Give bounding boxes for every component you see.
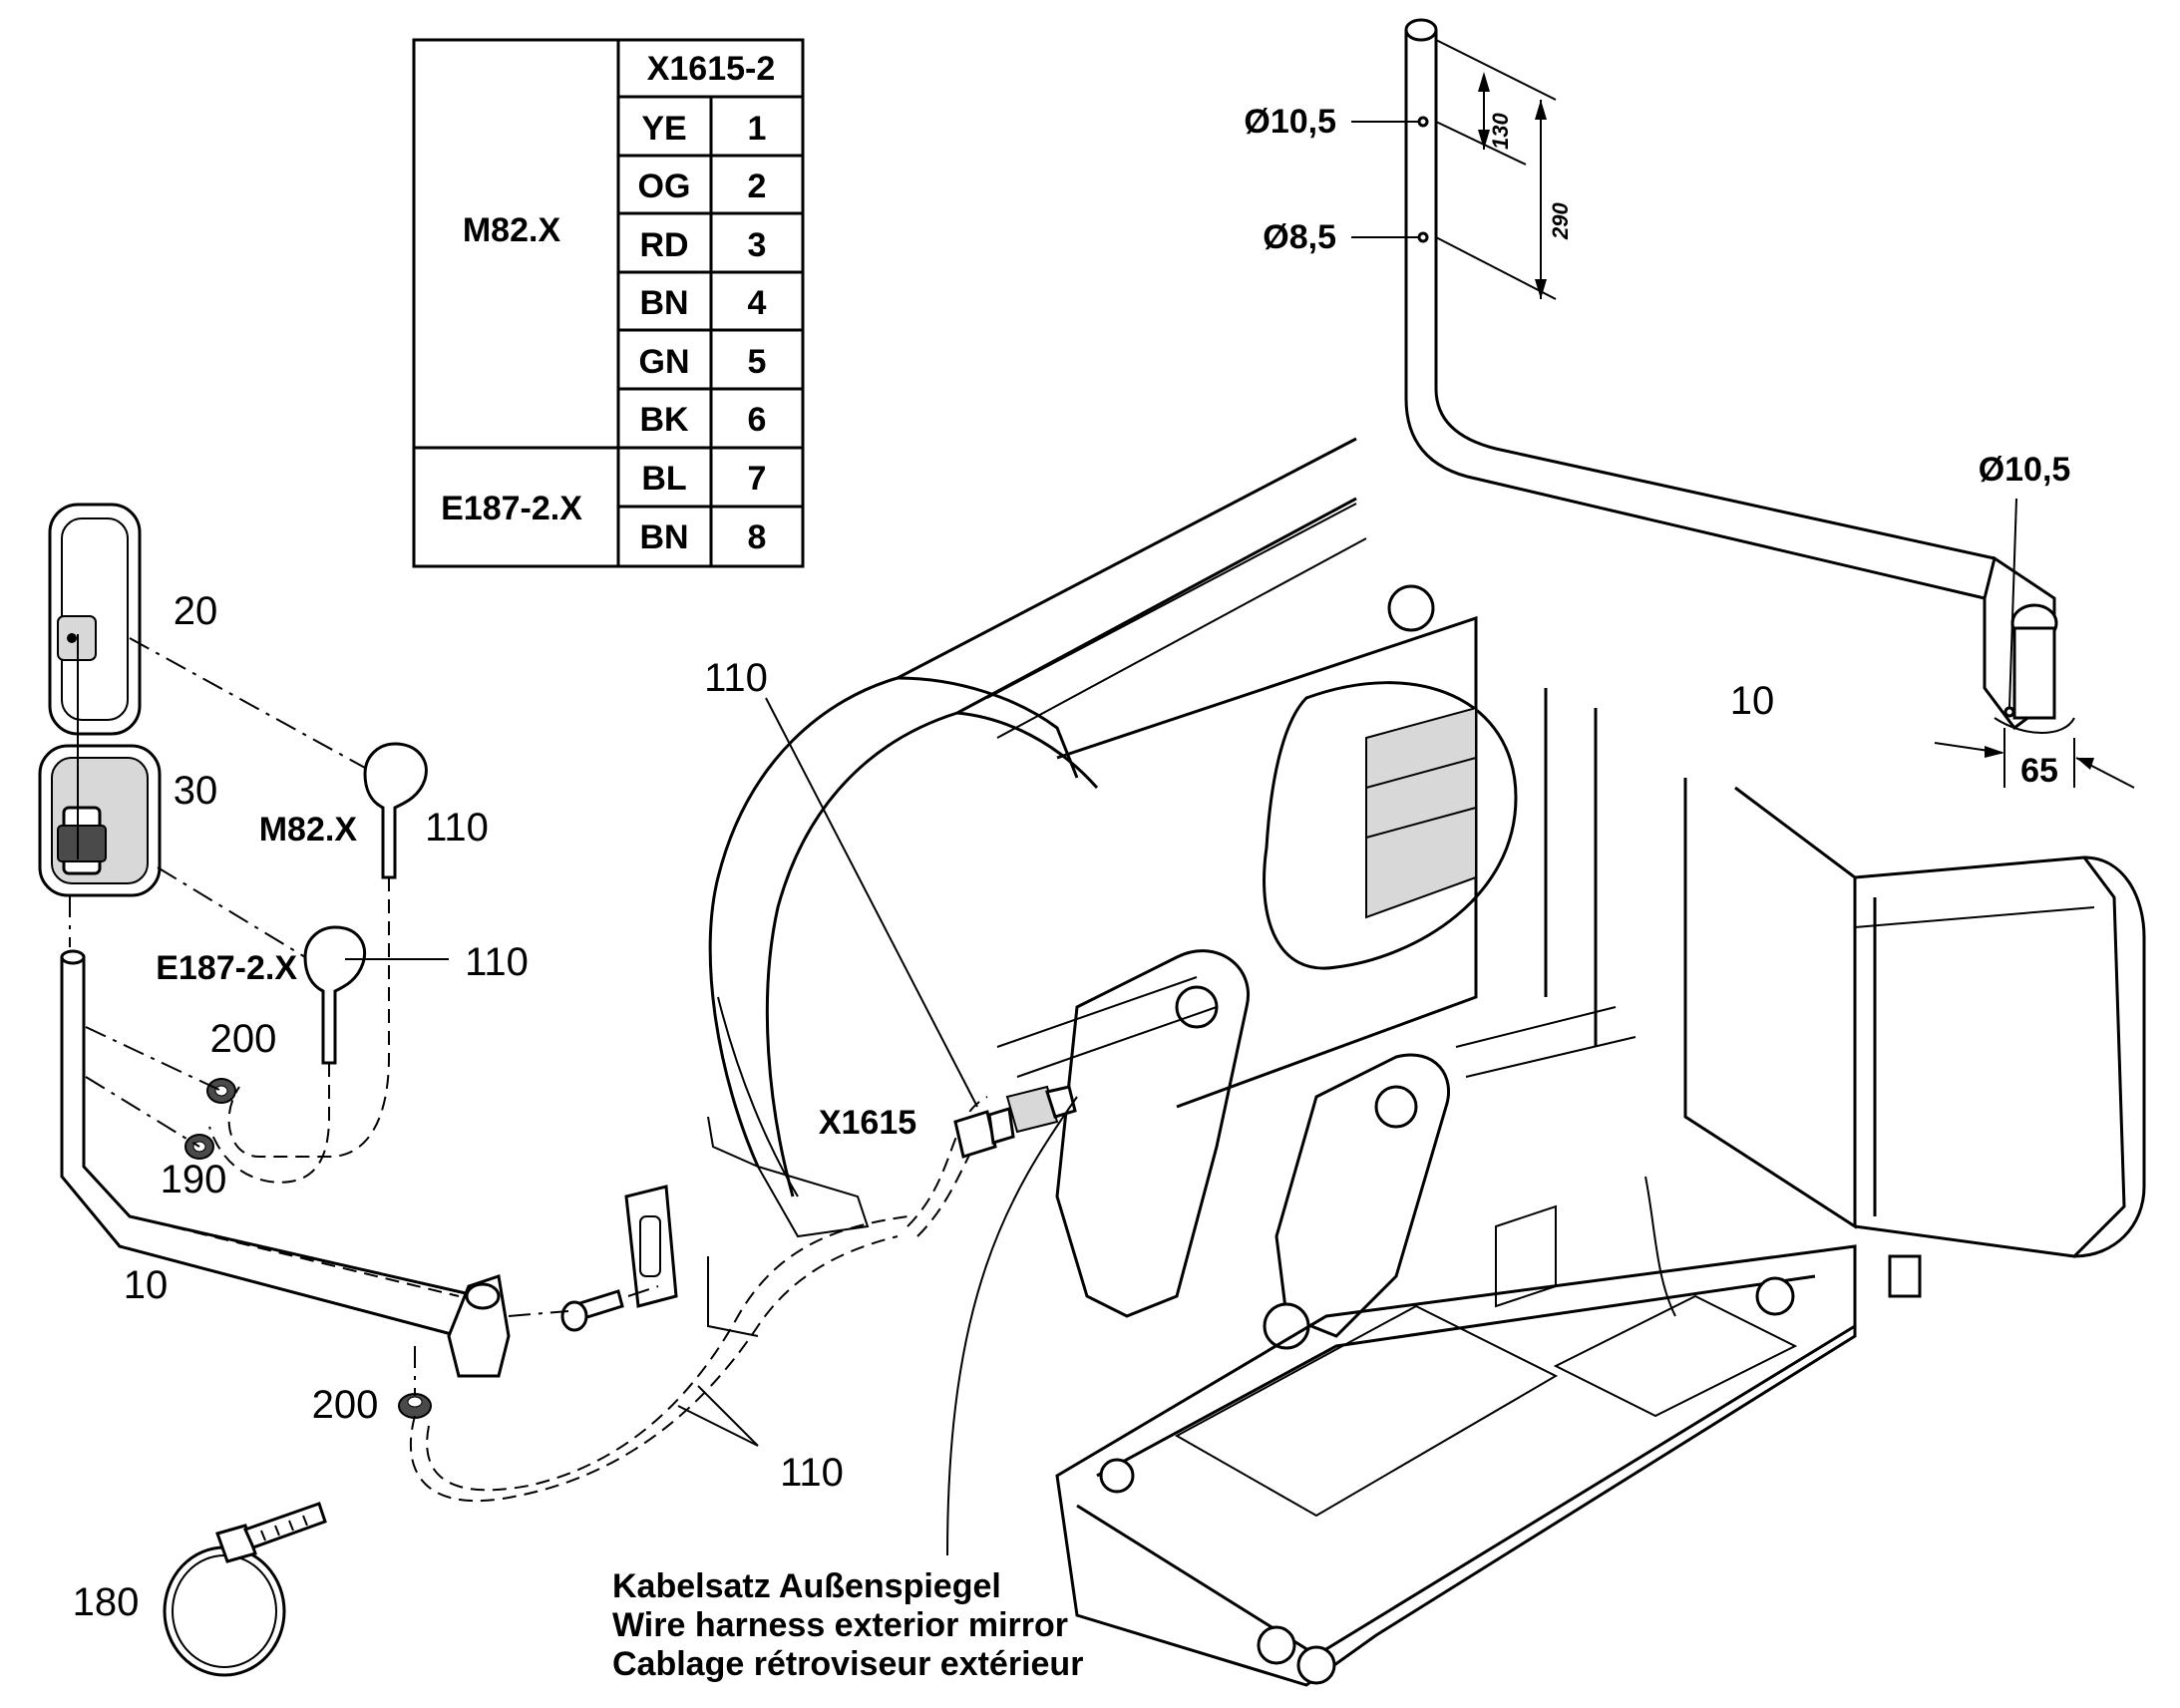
connector-plug-e187 bbox=[303, 925, 366, 1065]
dimension-290: 290 bbox=[1548, 202, 1573, 240]
callout-110-c: 110 bbox=[780, 1451, 844, 1495]
callout-110-a: 110 bbox=[425, 806, 489, 850]
table-cell-pin: 7 bbox=[748, 460, 767, 498]
dimension-130: 130 bbox=[1488, 113, 1513, 150]
callout-180: 180 bbox=[73, 1580, 140, 1624]
table-cell-pin: 1 bbox=[748, 110, 767, 148]
callout-110-d: 110 bbox=[704, 656, 768, 700]
connector-plug-m82 bbox=[363, 742, 428, 879]
mounting-bolt bbox=[560, 1289, 624, 1332]
table-cell-color: RD bbox=[639, 226, 688, 264]
connector-label-e187: E187-2.X bbox=[156, 949, 297, 987]
table-cell-color: GN bbox=[639, 343, 690, 381]
table-group-m82: M82.X bbox=[463, 211, 561, 249]
callout-200-b: 200 bbox=[312, 1383, 379, 1427]
callout-30: 30 bbox=[174, 769, 218, 813]
connector-label-x1615: X1615 bbox=[819, 1104, 916, 1142]
mirror-30 bbox=[38, 744, 162, 897]
grommet-200-lower bbox=[398, 1393, 432, 1419]
connector-label-m82: M82.X bbox=[259, 811, 358, 849]
callout-200-a: 200 bbox=[210, 1017, 277, 1061]
table-cell-pin: 6 bbox=[748, 401, 767, 439]
cable-tie-180 bbox=[163, 1502, 327, 1677]
table-connector-header: X1615-2 bbox=[647, 50, 776, 88]
table-cell-pin: 3 bbox=[748, 226, 767, 264]
mounting-plate bbox=[624, 1185, 678, 1308]
caption-fr: Cablage rétroviseur extérieur bbox=[612, 1645, 1083, 1683]
mirror-20 bbox=[48, 503, 142, 736]
table-group-e187: E187-2.X bbox=[441, 490, 582, 527]
callout-20: 20 bbox=[174, 589, 218, 633]
dimension-65: 65 bbox=[2020, 752, 2058, 790]
table-cell-color: OG bbox=[638, 168, 691, 205]
callout-190: 190 bbox=[161, 1158, 227, 1201]
table-cell-pin: 2 bbox=[748, 168, 767, 205]
connector-x1615 bbox=[953, 1085, 1077, 1159]
wiring-table: X1615-2 M82.X E187-2.X YE 1 OG 2 RD 3 BN… bbox=[412, 38, 805, 568]
callout-10-right: 10 bbox=[1730, 679, 1775, 723]
dimension-hole-end: Ø10,5 bbox=[1979, 451, 2071, 489]
table-cell-color: BN bbox=[639, 284, 688, 322]
table-cell-pin: 5 bbox=[748, 343, 767, 381]
table-cell-pin: 4 bbox=[748, 284, 767, 322]
table-cell-color: BL bbox=[641, 460, 686, 498]
table-cell-color: BK bbox=[639, 401, 689, 439]
caption-de: Kabelsatz Außenspiegel bbox=[612, 1567, 1001, 1605]
dimension-hole-mid: Ø8,5 bbox=[1263, 218, 1336, 256]
table-cell-color: YE bbox=[641, 110, 686, 148]
table-cell-color: BN bbox=[639, 518, 688, 556]
callout-110-b: 110 bbox=[465, 940, 529, 984]
callout-10-left: 10 bbox=[124, 1263, 169, 1307]
dimension-hole-top: Ø10,5 bbox=[1244, 103, 1336, 141]
machine-frame bbox=[707, 437, 2146, 1687]
mirror-arm-small bbox=[60, 949, 511, 1378]
mirror-bracket-large: 130 290 Ø10,5 Ø8,5 Ø10,5 65 10 bbox=[1244, 18, 2135, 790]
caption-en: Wire harness exterior mirror bbox=[612, 1606, 1068, 1644]
grommet-200 bbox=[206, 1078, 236, 1104]
table-cell-pin: 8 bbox=[748, 518, 767, 556]
